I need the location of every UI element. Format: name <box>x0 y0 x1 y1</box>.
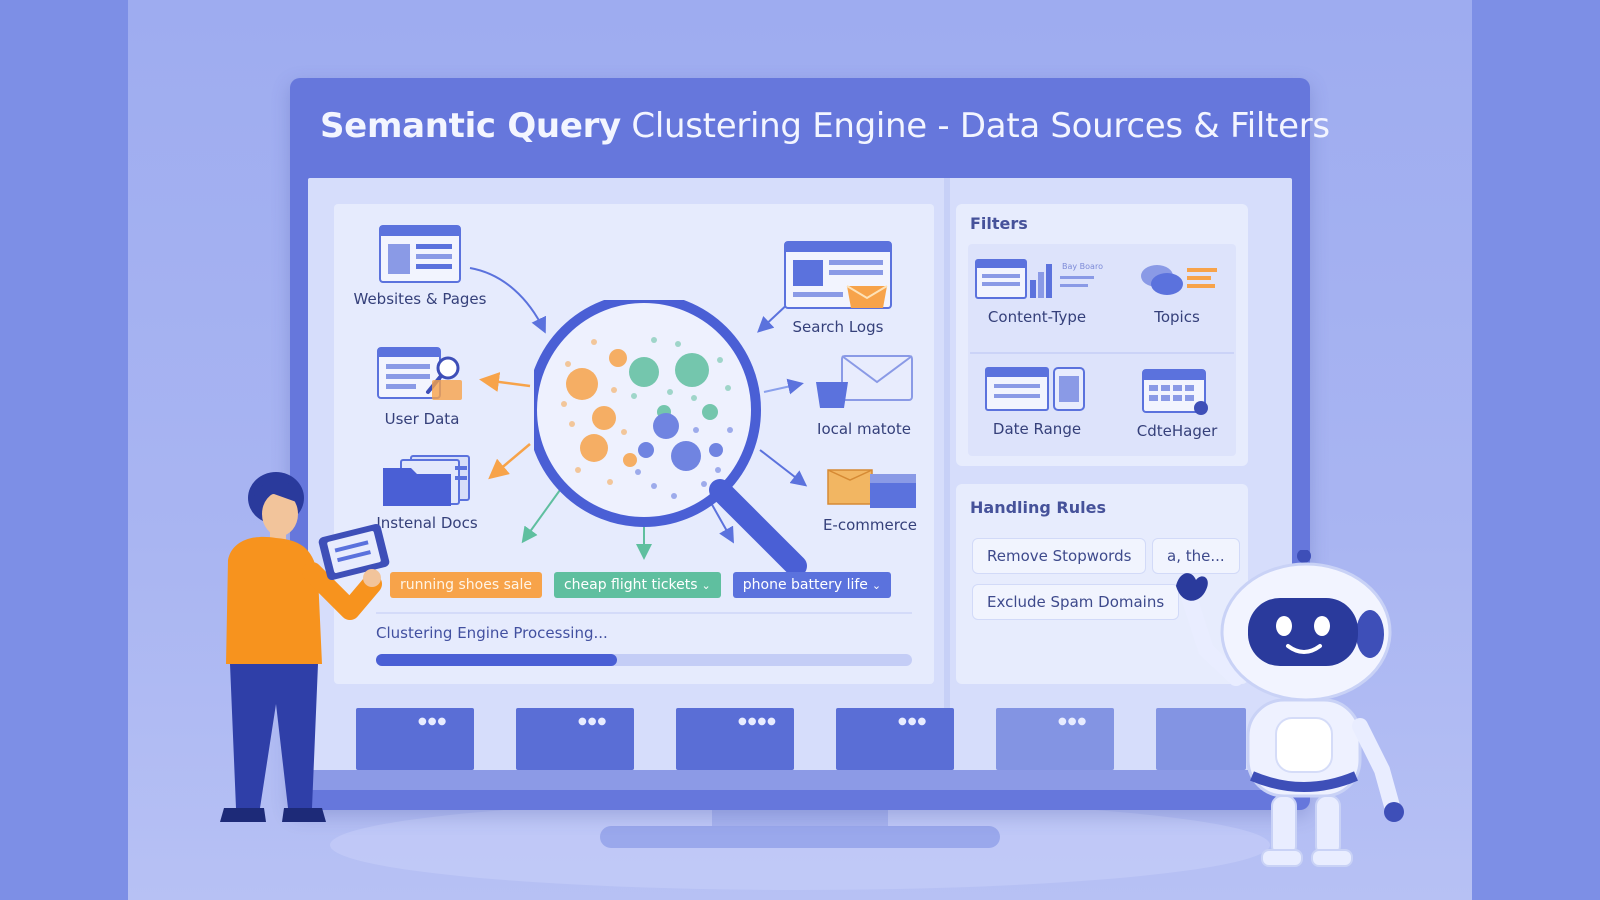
screen: Websites & Pages User Data Instenal Docs <box>308 178 1292 790</box>
status-lights: ●●● <box>898 716 928 727</box>
progress-bar <box>376 654 912 666</box>
server-rack: ●●● <box>836 708 954 770</box>
source-ecommerce[interactable]: E-commerce <box>810 464 930 534</box>
webpage-icon <box>352 224 488 284</box>
status-lights: ●●● <box>418 716 448 727</box>
source-label: Instenal Docs <box>376 514 478 532</box>
magnifier-cluster-icon <box>527 293 824 594</box>
chevron-down-icon: ⌄ <box>871 579 882 592</box>
robot-illustration <box>1156 549 1416 884</box>
filter-date-range[interactable]: Date Range <box>970 364 1104 464</box>
data-sources-panel: Websites & Pages User Data Instenal Docs <box>334 204 934 684</box>
server-rack <box>1156 708 1246 770</box>
server-rack: ●●● <box>356 708 474 770</box>
rack-shelf <box>308 770 1292 790</box>
connector-arrows <box>469 267 808 560</box>
panel-divider <box>944 178 950 790</box>
faint-text: Bay Boaro <box>1062 262 1103 271</box>
query-tags: running shoes sale cheap flight tickets⌄ p… <box>390 572 903 598</box>
chevron-down-icon: ⌄ <box>701 579 711 592</box>
filter-label: CdteHager <box>1136 422 1218 440</box>
divider <box>376 612 912 614</box>
status-lights: ●●● <box>1058 716 1088 727</box>
page-title-bold: Semantic Query <box>320 106 621 146</box>
calendar-icon <box>1110 364 1244 416</box>
filter-label: Date Range <box>992 420 1082 438</box>
rule-chip-stopword-examples[interactable]: a, the... <box>1152 538 1240 574</box>
status-lights: ●●●● <box>738 716 777 727</box>
page-title: Semantic Query Clustering Engine - Data … <box>320 106 1330 146</box>
user-data-icon <box>362 344 482 404</box>
source-label: User Data <box>384 410 460 428</box>
handling-rules-title: Handling Rules <box>970 498 1106 517</box>
source-search-logs[interactable]: Search Logs <box>770 240 906 336</box>
filter-content-type[interactable]: Content-Type <box>970 254 1104 354</box>
filters-title: Filters <box>970 214 1028 233</box>
page-title-rest: Clustering Engine - Data Sources & Filte… <box>620 106 1330 146</box>
date-range-icon <box>970 364 1104 414</box>
query-tag[interactable]: running shoes sale <box>390 572 542 598</box>
processing-label: Clustering Engine Processing... <box>376 624 608 642</box>
documents-icon <box>362 454 492 508</box>
source-label: Iocal matote <box>817 420 911 438</box>
source-user-data[interactable]: User Data <box>362 344 482 428</box>
rule-chip-exclude-spam[interactable]: Exclude Spam Domains <box>972 584 1180 620</box>
source-label: Search Logs <box>792 318 884 336</box>
source-local-remote[interactable]: Iocal matote <box>804 354 924 438</box>
person-illustration <box>214 468 394 852</box>
rule-chip-remove-stopwords[interactable]: Remove Stopwords <box>972 538 1147 574</box>
ecommerce-icon <box>810 464 930 510</box>
source-internal-docs[interactable]: Instenal Docs <box>362 454 492 532</box>
filter-label: Content-Type <box>987 308 1087 326</box>
progress-fill <box>376 654 618 666</box>
source-websites[interactable]: Websites & Pages <box>352 224 488 308</box>
content-type-icon <box>970 254 1104 302</box>
filter-topics[interactable]: Topics <box>1110 254 1244 354</box>
source-label: E-commerce <box>822 516 918 534</box>
source-label: Websites & Pages <box>353 290 487 308</box>
topics-icon <box>1110 254 1244 302</box>
monitor-stand-base <box>600 826 1000 848</box>
monitor: Semantic Query Clustering Engine - Data … <box>290 78 1330 810</box>
search-logs-icon <box>770 240 906 312</box>
server-rack: ●●● <box>996 708 1114 770</box>
server-rack: ●●● <box>516 708 634 770</box>
status-lights: ●●● <box>578 716 608 727</box>
filter-calendar[interactable]: CdteHager <box>1110 364 1244 464</box>
filters-panel: Filters Content-Type Bay Boaro Topics <box>956 204 1248 466</box>
email-icon <box>804 354 924 414</box>
filter-label: Topics <box>1154 308 1200 326</box>
filters-divider <box>970 352 1234 354</box>
server-rack: ●●●● <box>676 708 794 770</box>
query-tag-dropdown[interactable]: cheap flight tickets⌄ <box>553 572 721 598</box>
query-tag-dropdown[interactable]: phone battery life⌄ <box>732 572 892 598</box>
server-racks: ●●● ●●● ●●●● ●●● ●●● <box>308 706 1292 790</box>
